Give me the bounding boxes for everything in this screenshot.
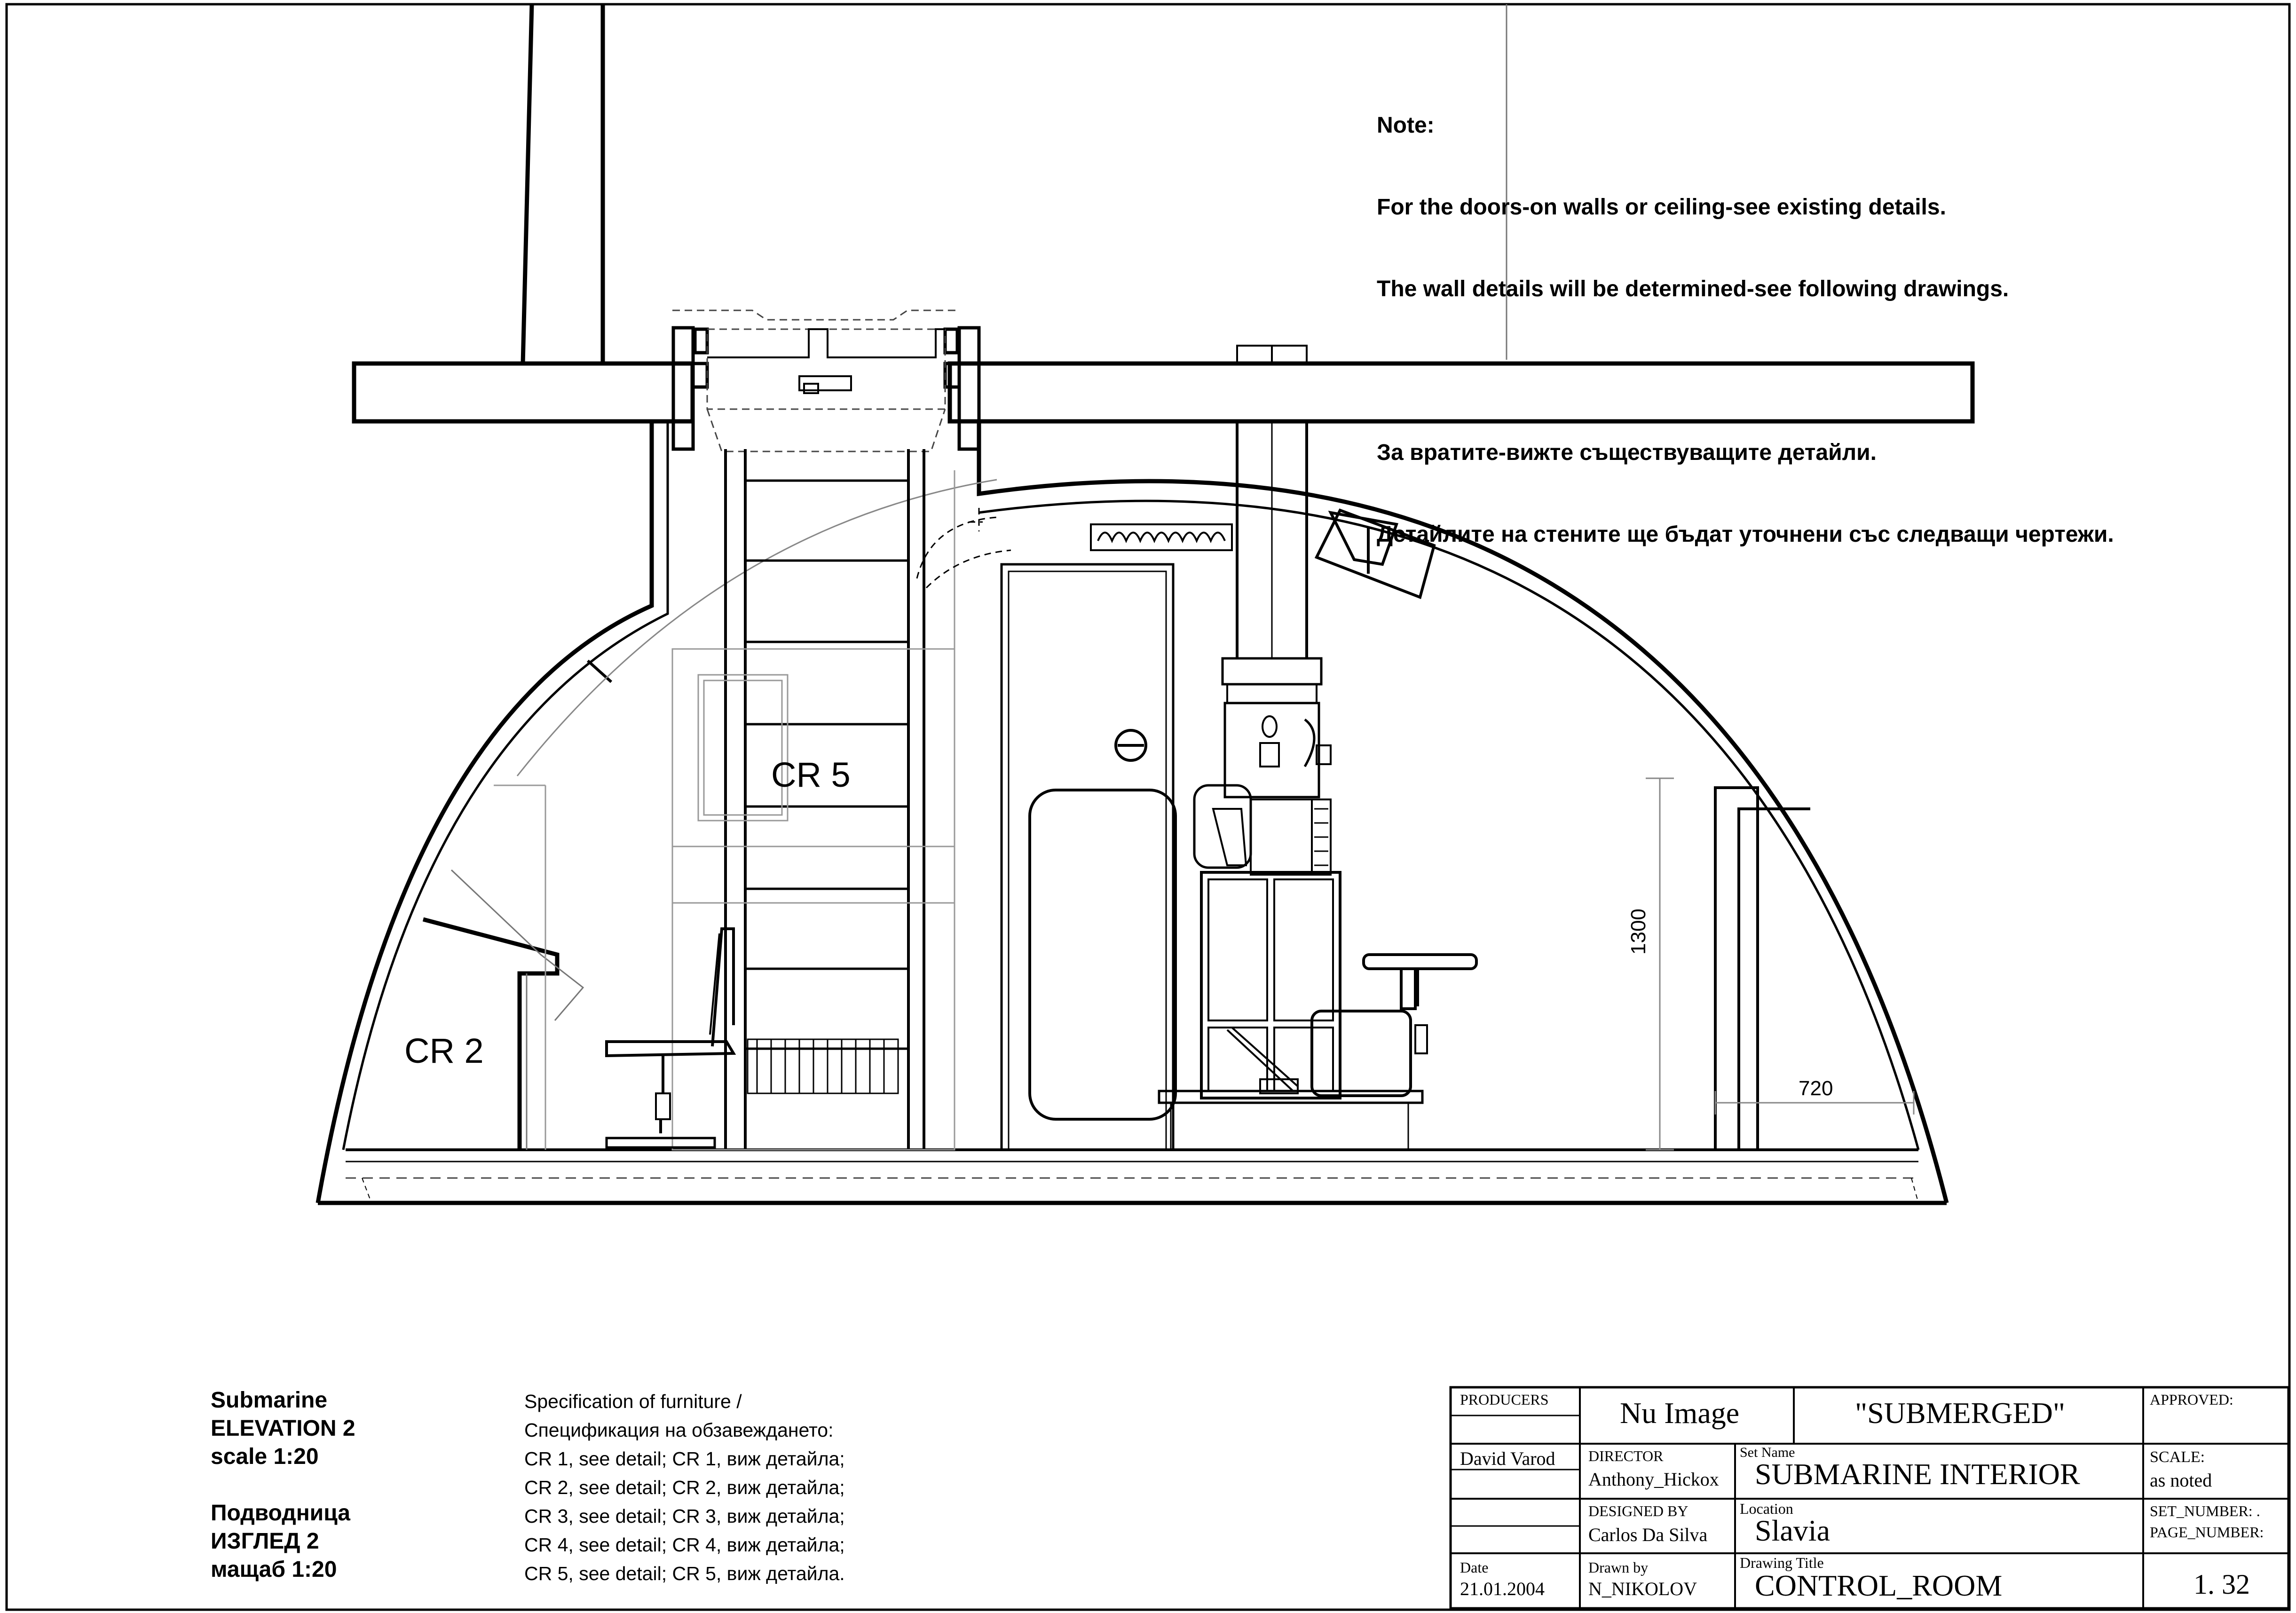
spec-item: CR 5, see detail; CR 5, виж детайла. [524,1563,845,1584]
spec-item: CR 1, see detail; CR 1, виж детайла; [524,1448,845,1470]
desk [1158,1010,1428,1151]
note-line: За вратите-вижте съществуващите детайли. [1377,440,1877,465]
wall-panel [1314,508,1436,599]
dimension-height: 1300 [1627,909,1650,955]
tb-set-name: SUBMARINE INTERIOR [1755,1457,2080,1491]
spec-item: CR 4, see detail; CR 4, виж детайла; [524,1534,845,1556]
note-line: The wall details will be determined-see … [1377,277,2009,301]
tb-designer: Carlos Da Silva [1588,1524,1708,1545]
hatch-frame [671,326,981,451]
tb-designed-by-label: DESIGNED BY [1588,1502,1688,1519]
zone-label-cr5: CR 5 [771,755,851,794]
tb-page-number-label: PAGE_NUMBER: [2150,1524,2264,1541]
support-posts [521,4,605,364]
background-panels [671,470,955,1151]
tb-set-name-label: Set Name [1740,1445,1795,1460]
snorkel-mast [1236,345,1308,364]
door-swing-arcs [916,508,1011,589]
console-cr2 [422,784,584,1150]
zone-label-cr2: CR 2 [404,1031,484,1070]
tb-producer-company: Nu Image [1620,1396,1740,1430]
equipment-cabinet [1200,871,1341,1099]
ladder [724,449,925,1150]
tb-date: 21.01.2004 [1460,1578,1545,1599]
tb-producer-name: David Varod [1460,1448,1555,1469]
reference-arc [516,479,997,776]
title-block-grid [1449,1386,2290,1610]
note-line [1377,357,2114,385]
door [1000,563,1177,1151]
caption-title-bg: Подводница [211,1501,350,1526]
note-line: Детайлите на стените ще бъдат уточнени с… [1377,522,2114,547]
tb-drawing-title: CONTROL_ROOM [1755,1569,2003,1602]
tb-film-title: "SUBMERGED" [1855,1396,2065,1430]
tb-drawn-by: N_NIKOLOV [1588,1578,1697,1599]
office-chair [605,927,736,1149]
tb-scale-value: as noted [2150,1470,2212,1491]
drawing-caption: Submarine ELEVATION 2 scale 1:20 Подводн… [211,1386,355,1584]
radiator [747,1038,899,1094]
hull [316,421,1949,1204]
tb-director-label: DIRECTOR [1588,1447,1664,1464]
tb-location: Slavia [1755,1514,1830,1547]
tb-producers-label: PRODUCERS [1460,1391,1549,1408]
note-line: For the doors-on walls or ceiling-see ex… [1377,195,1946,220]
tb-director-name: Anthony_Hickox [1588,1469,1719,1490]
tb-drawn-by-label: Drawn by [1588,1559,1649,1576]
note-heading: Note: [1377,113,1435,138]
hatch-dashed [672,309,959,452]
caption-title-en: Submarine [211,1388,328,1413]
tb-approved-label: APPROVED: [2150,1391,2233,1408]
dimension-width: 720 [1799,1077,1833,1100]
tb-page-number: 1. 32 [2193,1569,2250,1600]
furniture-specification: Specification of furniture / Спецификаци… [524,1387,845,1588]
spec-heading-en: Specification of furniture / [524,1391,742,1412]
tb-date-label: Date [1460,1559,1489,1576]
hatch-solid [707,328,945,394]
tb-scale-label: SCALE: [2150,1448,2205,1466]
general-note: Note: For the doors-on walls or ceiling-… [1377,57,2114,603]
floor-deck [318,1148,1947,1205]
tb-drawing-title-label: Drawing Title [1740,1554,1824,1571]
side-door-frame [1714,786,1810,1150]
tb-location-label: Location [1740,1500,1793,1517]
spec-heading-bg: Спецификация на обзавеждането: [524,1419,834,1441]
spec-item: CR 3, see detail; CR 3, виж детайла; [524,1505,845,1527]
ceiling-light [1090,523,1233,551]
tb-set-number-label: SET_NUMBER: . [2150,1502,2260,1519]
spec-item: CR 2, see detail; CR 2, виж детайла; [524,1477,845,1498]
caption-view-en: ELEVATION 2 [211,1416,355,1441]
caption-scale-en: scale 1:20 [211,1444,319,1469]
sheet-border [5,3,2291,1611]
stool [1362,953,1478,1010]
periscope [1193,421,1332,876]
dimension-lines [1646,777,1915,1151]
caption-scale-bg: мащаб 1:20 [211,1557,337,1582]
caption-view-bg: ИЗГЛЕД 2 [211,1529,319,1554]
